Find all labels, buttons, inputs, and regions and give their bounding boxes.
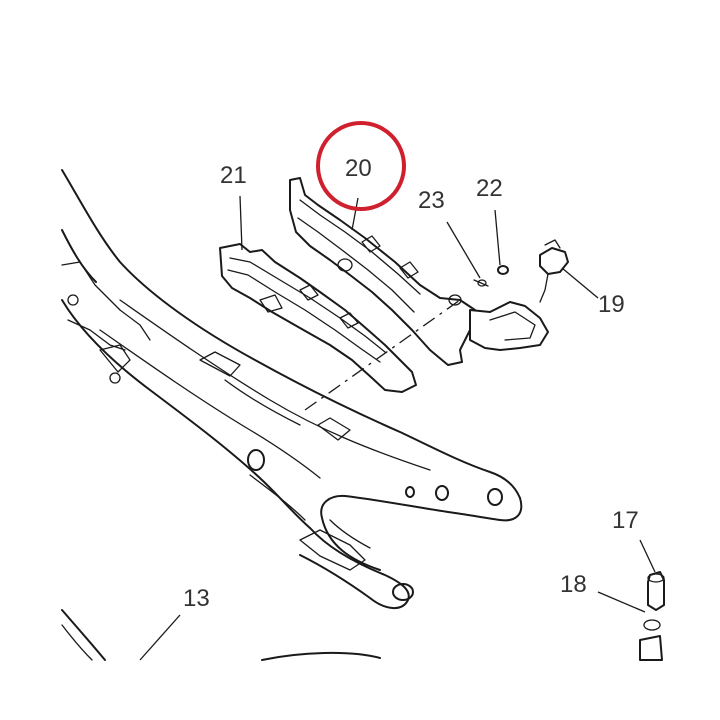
part-22-screw <box>497 265 509 275</box>
callout-22: 22 <box>476 175 503 202</box>
part-21-bracket <box>219 243 417 393</box>
part-23-pin <box>473 279 489 287</box>
callout-23: 23 <box>418 187 445 214</box>
callout-21: 21 <box>220 162 247 189</box>
part-20-bracket <box>289 177 549 366</box>
callout-20: 20 <box>345 155 372 182</box>
part-13-shape <box>61 609 381 661</box>
highlight-ring <box>316 121 406 211</box>
callout-18: 18 <box>560 571 587 598</box>
callout-13: 13 <box>183 585 210 612</box>
frame-assembly <box>61 169 523 609</box>
part-17-18-fitting <box>639 571 665 661</box>
leader-lines <box>139 195 656 661</box>
callout-19: 19 <box>598 291 625 318</box>
assembly-axis-line <box>304 299 461 411</box>
callout-17: 17 <box>612 507 639 534</box>
part-19-connector <box>539 239 569 303</box>
